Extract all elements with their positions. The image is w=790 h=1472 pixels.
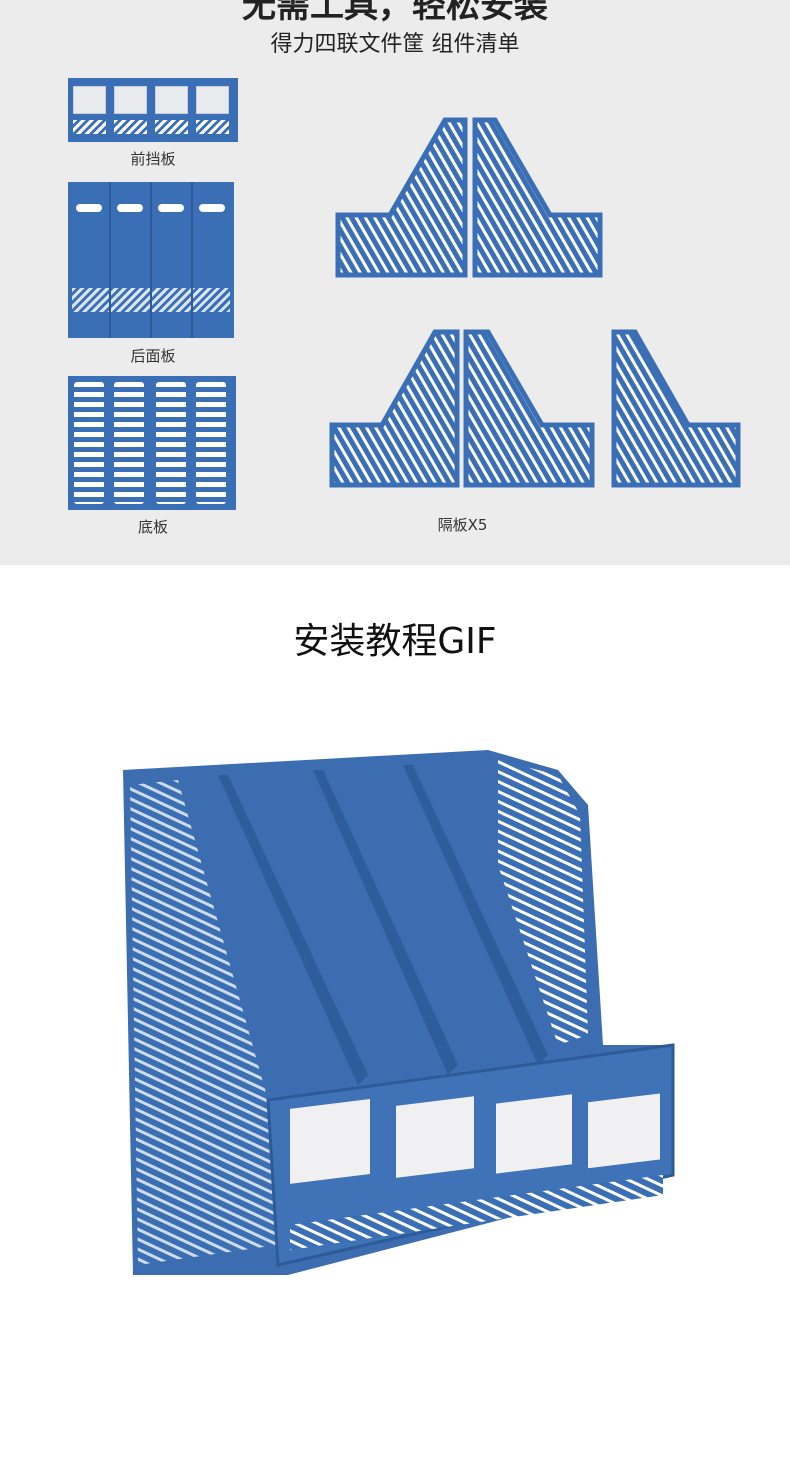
divider-panels-image [329, 117, 741, 488]
section-subtitle: 得力四联文件筐 组件清单 [270, 32, 520, 57]
divider-panels-label: 隔板X5 [437, 516, 488, 534]
front-panel-image [68, 78, 238, 142]
parts-list-section: 无需工具，轻松安装 得力四联文件筐 组件清单 前挡板 后面板 底板 [0, 0, 790, 565]
section-title: 无需工具，轻松安装 [242, 0, 548, 26]
back-panel-label: 后面板 [130, 347, 176, 365]
back-panel-image [68, 182, 234, 338]
assembled-file-holder-image [123, 750, 675, 1275]
tutorial-title: 安装教程GIF [293, 621, 497, 662]
base-panel-label: 底板 [137, 518, 168, 536]
base-panel-image [68, 376, 236, 510]
front-panel-label: 前挡板 [130, 150, 176, 168]
